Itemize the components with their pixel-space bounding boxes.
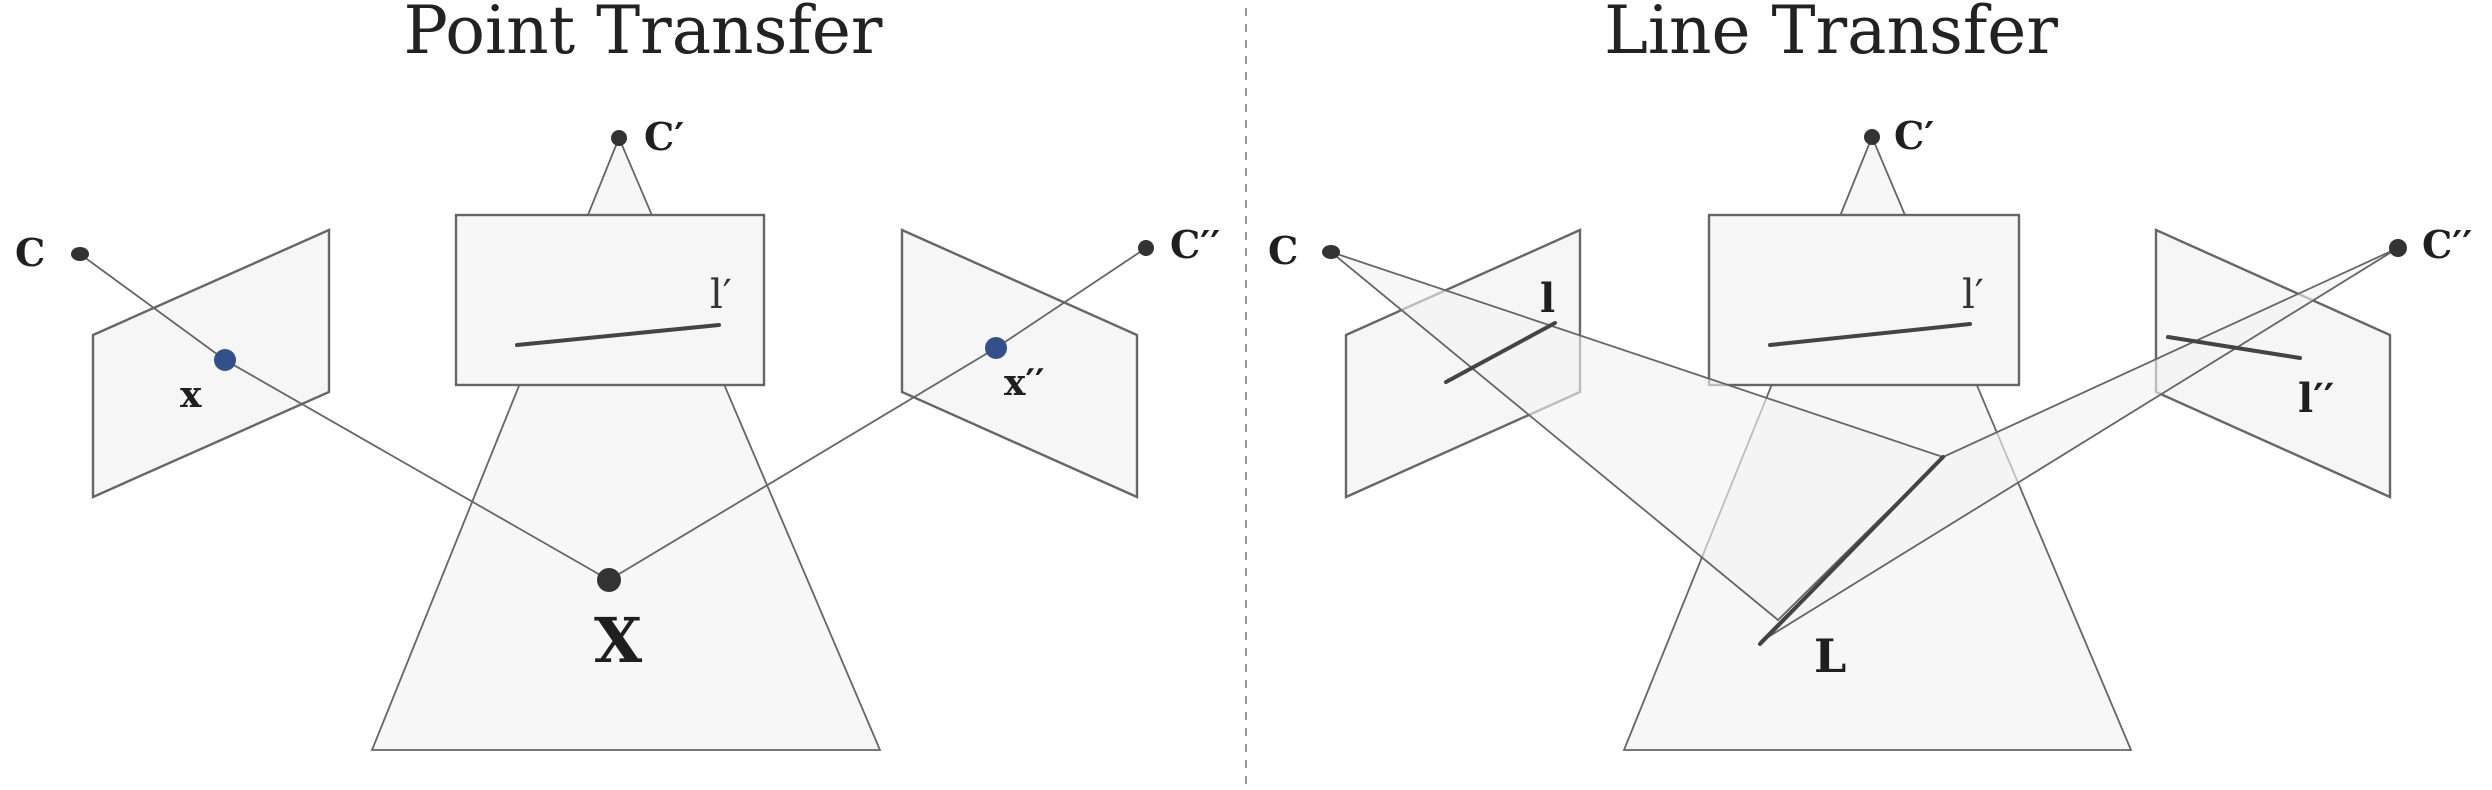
line-label-l-prime: l′ — [1962, 272, 1984, 318]
line-image-line-l — [1444, 321, 1557, 384]
line-image-line-l-prime — [1768, 322, 1972, 347]
line-world-line-l — [1758, 455, 1945, 646]
point-transfer-panel: Point Transfer C C′ C′′ l′ x x′′ X — [15, 0, 1220, 751]
line-label-l: l — [1540, 275, 1555, 322]
point-image-plane-c — [91, 228, 331, 499]
line-image-plane-c-prime — [1707, 213, 2021, 387]
point-image-line-l-prime — [515, 323, 721, 347]
point-label-c-prime: C′ — [644, 114, 684, 159]
line-transfer-title: Line Transfer — [1604, 0, 2058, 69]
point-camera-center-c — [71, 247, 89, 261]
point-label-x-double-prime: x′′ — [1004, 362, 1044, 404]
point-camera-c-prime-frustum — [370, 135, 882, 751]
point-camera-center-c-prime — [611, 130, 627, 146]
line-label-world-l: L — [1814, 629, 1846, 683]
line-camera-center-c — [1322, 245, 1340, 259]
line-camera-center-c-prime — [1864, 129, 1880, 145]
point-image-point-x — [214, 349, 236, 371]
point-world-point-x — [597, 568, 621, 592]
point-label-world-x: X — [594, 604, 643, 677]
line-label-c-prime: C′ — [1894, 113, 1934, 158]
point-label-c-double-prime: C′′ — [1170, 222, 1220, 267]
line-label-c-double-prime: C′′ — [2422, 222, 2472, 267]
point-label-l-prime: l′ — [710, 272, 732, 318]
line-label-l-double-prime: l′′ — [2298, 375, 2334, 422]
point-image-point-x-double-prime — [985, 337, 1007, 359]
point-label-x: x — [180, 374, 202, 416]
point-image-plane-c-prime — [454, 213, 766, 387]
point-transfer-title: Point Transfer — [404, 0, 883, 69]
line-label-c: C — [1268, 228, 1298, 273]
line-camera-center-c-double-prime — [2389, 239, 2407, 257]
line-image-line-l-double-prime — [2166, 335, 2302, 360]
point-image-plane-c-double-prime — [900, 228, 1139, 499]
point-camera-center-c-double-prime — [1138, 240, 1154, 256]
line-transfer-panel: Line Transfer C C′ C′′ l l′ l′′ L — [1268, 0, 2472, 751]
point-label-c: C — [15, 230, 45, 275]
